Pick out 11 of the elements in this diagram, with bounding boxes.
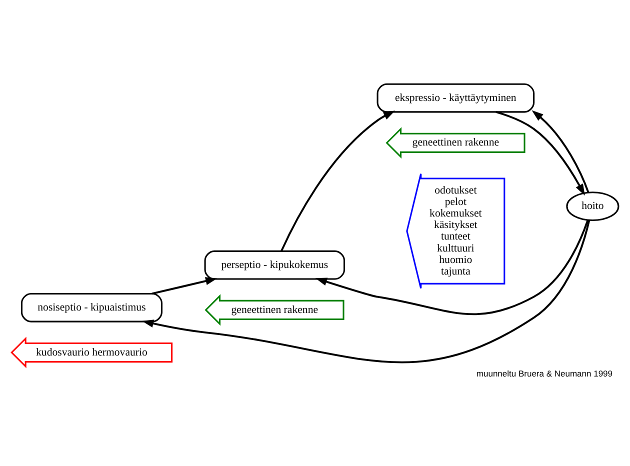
arrow bbox=[532, 110, 590, 193]
node-box: ekspressio - käyttäytyminen bbox=[376, 83, 535, 113]
node-box: perseptio - kipukokemus bbox=[204, 250, 346, 280]
arrow bbox=[280, 110, 396, 252]
arrow bbox=[496, 111, 585, 196]
arrow bbox=[315, 220, 589, 316]
arrow bbox=[152, 277, 218, 295]
caption: muunneltu Bruera & Neumann 1999 bbox=[476, 368, 613, 378]
node-box: nosiseptio - kipuaistimus bbox=[20, 292, 162, 322]
node-ellipse: hoito bbox=[566, 192, 620, 221]
arrow bbox=[142, 220, 590, 364]
